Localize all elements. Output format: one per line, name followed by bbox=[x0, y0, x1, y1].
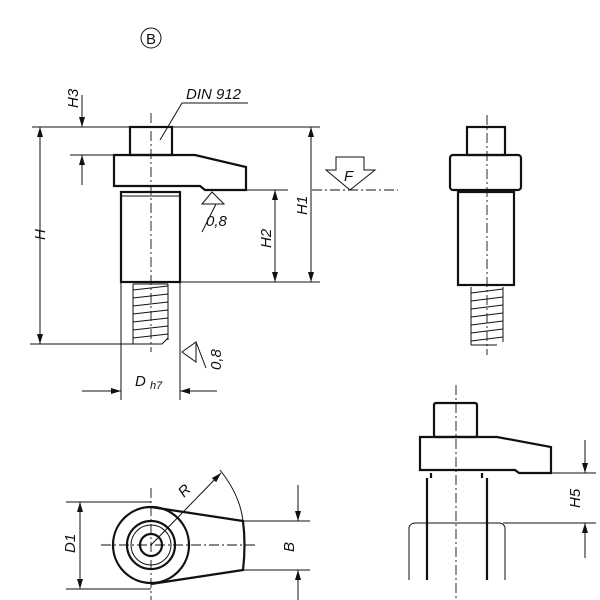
plan-view: D1 B R bbox=[62, 469, 310, 600]
mounted-view: H5 bbox=[408, 385, 596, 600]
svg-text:H2: H2 bbox=[258, 228, 275, 248]
svg-text:H5: H5 bbox=[567, 488, 584, 508]
svg-text:B: B bbox=[281, 542, 298, 552]
svg-text:B: B bbox=[146, 31, 156, 48]
front-view: H H3 H2 H1 D h7 DIN 912 0,8 0,8 F bbox=[30, 86, 398, 400]
svg-text:D1: D1 bbox=[62, 534, 79, 553]
svg-text:R: R bbox=[175, 481, 195, 501]
svg-text:D: D bbox=[135, 373, 146, 390]
svg-text:F: F bbox=[344, 168, 354, 185]
svg-text:0,8: 0,8 bbox=[206, 213, 228, 230]
side-view bbox=[448, 115, 523, 355]
thread bbox=[132, 283, 169, 345]
svg-text:H: H bbox=[32, 229, 49, 240]
svg-text:0,8: 0,8 bbox=[208, 348, 225, 370]
svg-text:h7: h7 bbox=[150, 380, 163, 392]
view-label: B bbox=[140, 27, 162, 49]
svg-text:H1: H1 bbox=[294, 196, 311, 215]
svg-text:H3: H3 bbox=[65, 88, 82, 108]
svg-text:DIN 912: DIN 912 bbox=[186, 86, 242, 103]
